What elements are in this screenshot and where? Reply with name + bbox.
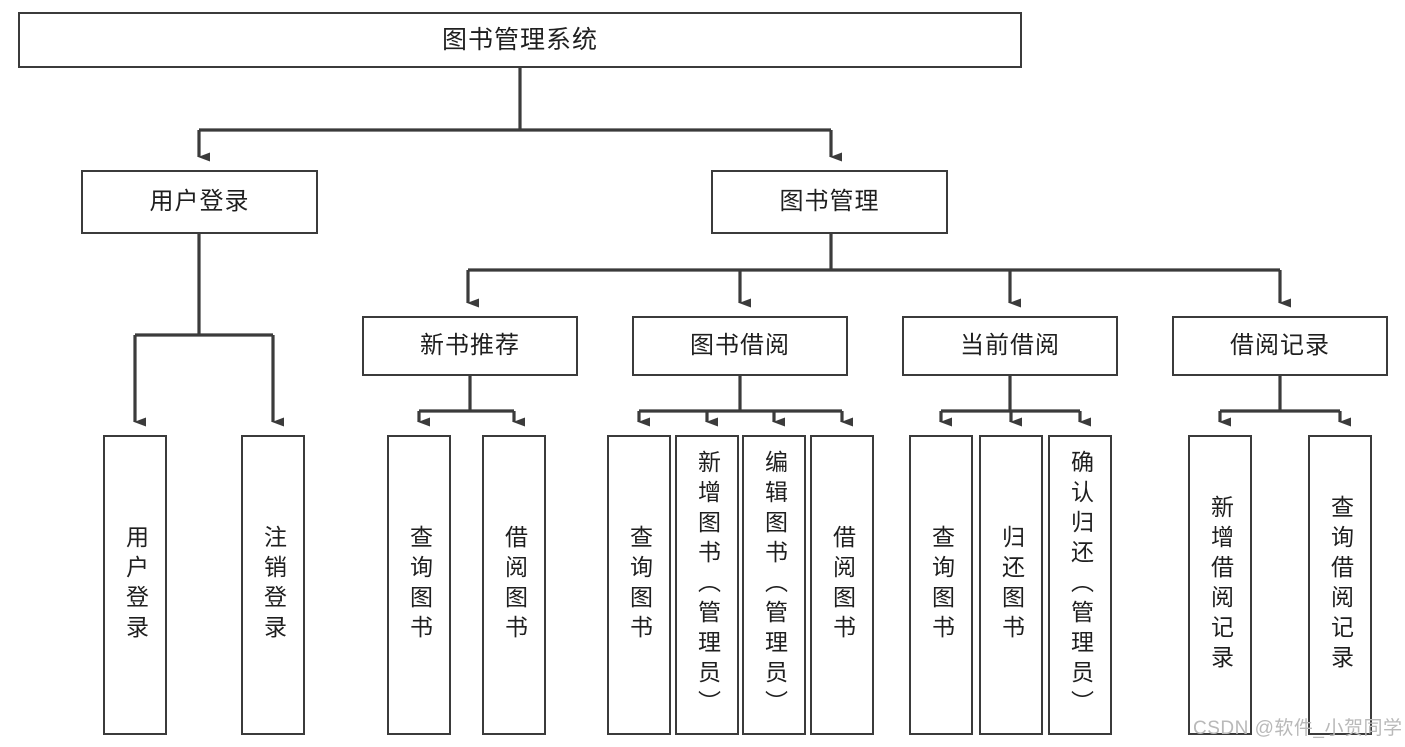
node-leaf-logout[interactable]: 注销登录 <box>241 435 305 735</box>
node-leaf-query-borrow-record[interactable]: 查询借阅记录 <box>1308 435 1372 735</box>
node-label: 新增借阅记录 <box>1207 495 1234 675</box>
node-leaf-add-book-admin[interactable]: 新增图书（管理员） <box>675 435 739 735</box>
node-label: 借阅记录 <box>1230 332 1330 360</box>
node-label: 用户登录 <box>122 525 149 645</box>
node-user-login[interactable]: 用户登录 <box>81 170 318 234</box>
node-label: 当前借阅 <box>960 332 1060 360</box>
node-label: 图书管理 <box>779 188 880 216</box>
node-leaf-confirm-return-admin[interactable]: 确认归还（管理员） <box>1048 435 1112 735</box>
node-book-management[interactable]: 图书管理 <box>711 170 948 234</box>
node-label: 用户登录 <box>149 188 250 216</box>
node-leaf-borrow-book-newbook[interactable]: 借阅图书 <box>482 435 546 735</box>
node-label: 查询图书 <box>626 525 653 645</box>
node-label: 编辑图书（管理员） <box>761 450 788 720</box>
node-label: 图书管理系统 <box>441 25 598 54</box>
node-label: 借阅图书 <box>501 525 528 645</box>
node-leaf-borrow-book[interactable]: 借阅图书 <box>810 435 874 735</box>
node-label: 注销登录 <box>260 525 287 645</box>
node-label: 查询图书 <box>928 525 955 645</box>
node-leaf-user-login[interactable]: 用户登录 <box>103 435 167 735</box>
node-label: 确认归还（管理员） <box>1067 450 1094 720</box>
node-root-system[interactable]: 图书管理系统 <box>18 12 1022 68</box>
node-leaf-query-book-borrow[interactable]: 查询图书 <box>607 435 671 735</box>
node-new-book-recommend[interactable]: 新书推荐 <box>362 316 578 376</box>
node-book-borrow[interactable]: 图书借阅 <box>632 316 848 376</box>
node-leaf-query-book-newbook[interactable]: 查询图书 <box>387 435 451 735</box>
node-label: 新增图书（管理员） <box>694 450 721 720</box>
node-borrow-records[interactable]: 借阅记录 <box>1172 316 1388 376</box>
node-leaf-add-borrow-record[interactable]: 新增借阅记录 <box>1188 435 1252 735</box>
node-label: 归还图书 <box>998 525 1025 645</box>
node-leaf-edit-book-admin[interactable]: 编辑图书（管理员） <box>742 435 806 735</box>
node-label: 图书借阅 <box>690 332 790 360</box>
node-leaf-return-book[interactable]: 归还图书 <box>979 435 1043 735</box>
node-leaf-query-book-current[interactable]: 查询图书 <box>909 435 973 735</box>
node-label: 查询借阅记录 <box>1327 495 1354 675</box>
node-label: 借阅图书 <box>829 525 856 645</box>
node-label: 新书推荐 <box>420 332 520 360</box>
node-label: 查询图书 <box>406 525 433 645</box>
node-current-borrow[interactable]: 当前借阅 <box>902 316 1118 376</box>
